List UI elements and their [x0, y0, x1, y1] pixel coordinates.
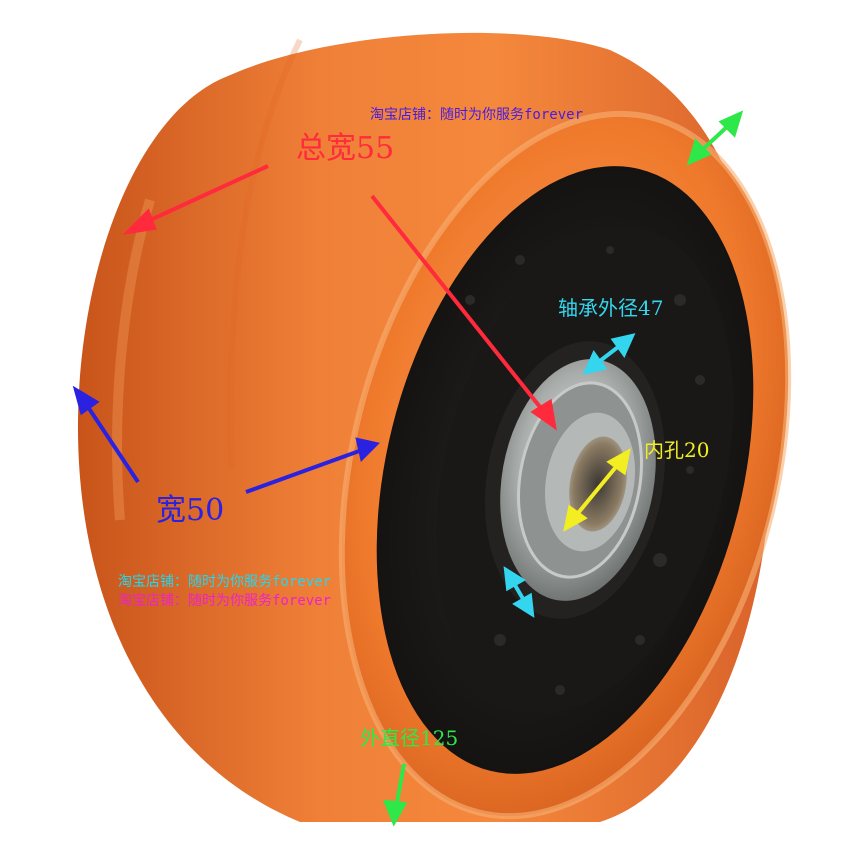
arrow-outer-diameter — [382, 110, 744, 827]
arrow-bore — [563, 448, 631, 532]
label-outer-diameter: 外直径125 — [360, 726, 459, 750]
watermark-top: 淘宝店铺：随时为你服务forever — [370, 107, 584, 123]
arrow-width — [72, 385, 380, 494]
cast-iron-texture — [465, 246, 705, 695]
watermark-cyan: 淘宝店铺：随时为你服务forever — [118, 574, 332, 590]
label-bearing-od: 轴承外径47 — [558, 296, 664, 320]
label-width: 宽50 — [156, 493, 225, 528]
watermark-magenta: 淘宝店铺：随时为你服务forever — [118, 593, 332, 609]
arrow-total-width — [122, 164, 557, 431]
wheel-face-edge — [338, 110, 792, 820]
label-bore: 内孔20 — [644, 438, 710, 462]
label-total-width: 总宽55 — [296, 131, 395, 166]
arrow-bearing-od — [503, 333, 636, 618]
